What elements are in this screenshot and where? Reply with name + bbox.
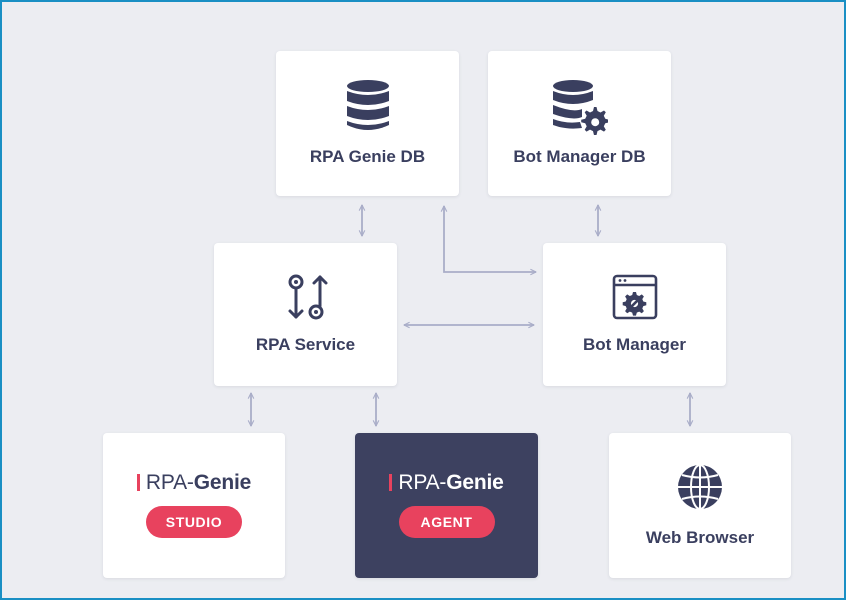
logo-name: Genie [193,471,252,494]
logo-name: Genie [446,471,504,494]
node-web-browser: Web Browser [609,433,791,578]
logo-bar [136,474,140,491]
node-rpa-genie-agent: RPA-Genie AGENT [355,433,538,578]
node-label: Bot Manager DB [513,147,646,166]
agent-badge: AGENT [398,506,495,538]
node-bot-manager-db: Bot Manager DB [488,51,671,196]
connector-genie-db-botmgr [444,206,536,272]
settings-window-icon [612,274,658,320]
node-bot-manager: Bot Manager [543,243,726,386]
node-label: Web Browser [645,528,755,547]
database-icon [347,80,389,130]
logo-prefix: RPA- [398,471,447,494]
logo-bar [389,474,393,491]
node-rpa-genie-db: RPA Genie DB [276,51,459,196]
rpa-genie-logo: RPA-Genie [355,471,538,495]
node-rpa-service: RPA Service [214,243,397,386]
database-gear-icon [553,80,608,135]
studio-badge: STUDIO [146,506,242,538]
globe-icon [678,464,722,510]
service-flow-icon [288,274,328,320]
node-rpa-genie-studio: RPA-Genie STUDIO [103,433,285,578]
node-label: RPA Genie DB [309,147,426,166]
node-label: RPA Service [255,335,356,354]
logo-prefix: RPA- [145,471,194,494]
node-label: Bot Manager [583,335,686,354]
rpa-genie-logo: RPA-Genie [103,471,285,495]
